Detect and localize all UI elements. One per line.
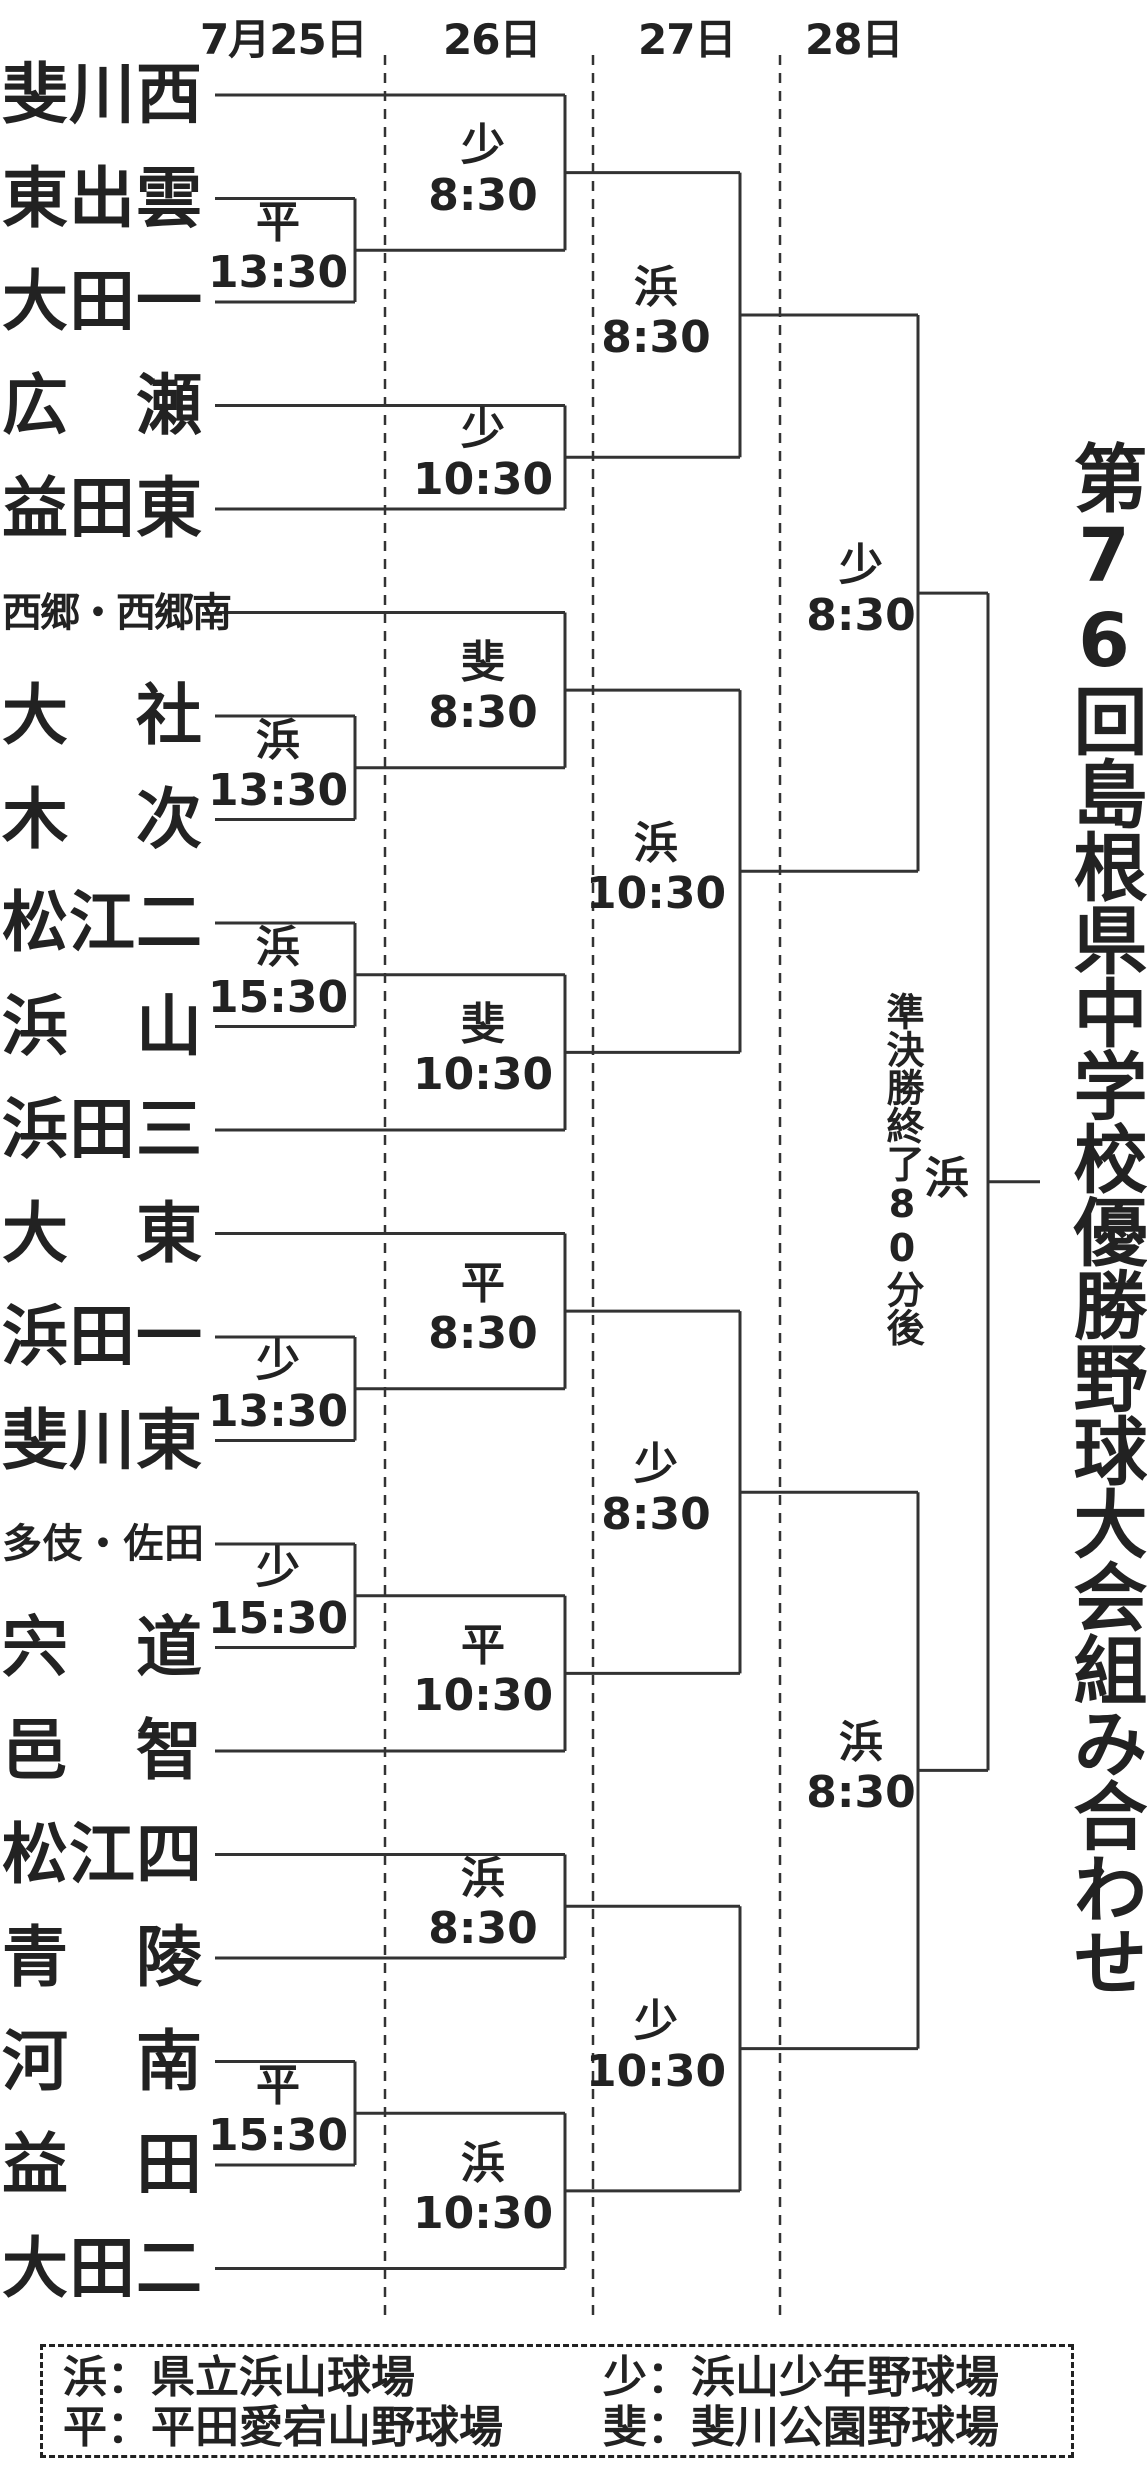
- match-venue: 浜: [256, 921, 300, 973]
- venue-legend: 浜：県立浜山球場 少：浜山少年野球場 平：平田愛宕山野球場 斐：斐川公園野球場: [40, 2344, 1074, 2458]
- team-name: 大田二: [2, 2229, 202, 2307]
- team-name: 大田一: [2, 263, 202, 340]
- match-time: 15:30: [208, 971, 349, 1023]
- match-venue: 浜: [839, 1717, 883, 1769]
- team-name: 河 南: [2, 2022, 202, 2100]
- team-name: 松江二: [2, 884, 202, 961]
- team-name: 西郷・西郷南: [2, 589, 232, 636]
- match-venue: 斐: [461, 637, 505, 689]
- legend-item: 浜：県立浜山球場: [63, 2352, 415, 2403]
- team-name: 松江四: [2, 1815, 202, 1893]
- tournament-bracket: 7月25日 26日 27日 28日 斐川西東出雲大田一広 瀬益田東西郷・西郷南大…: [2, 15, 1147, 2458]
- match-venue: 浜: [256, 714, 300, 766]
- team-name: 青 陵: [2, 1919, 202, 1996]
- team-name: 浜田三: [2, 1091, 202, 1168]
- date-round1: 7月25日: [200, 15, 368, 64]
- match-time: 10:30: [413, 454, 554, 506]
- match-time: 15:30: [208, 1592, 349, 1644]
- bracket-lines: [215, 55, 1040, 2320]
- match-time: 8:30: [806, 590, 916, 642]
- match-time: 10:30: [413, 2187, 554, 2239]
- date-round2: 26日: [443, 15, 541, 64]
- team-name: 浜田一: [2, 1298, 202, 1375]
- team-name: 広 瀬: [2, 366, 202, 444]
- match-time: 13:30: [208, 764, 349, 816]
- team-name: 浜 山: [2, 987, 202, 1065]
- final-start-note: 準決勝終了80分後: [880, 991, 924, 1346]
- match-venue: 少: [461, 404, 505, 456]
- team-name: 益田東: [2, 470, 202, 547]
- legend-item: 斐：斐川公園野球場: [603, 2402, 999, 2453]
- match-time: 8:30: [428, 1308, 538, 1360]
- match-venue: 少: [256, 1335, 300, 1387]
- match-venue: 少: [839, 540, 883, 592]
- final-venue: 浜: [925, 1152, 969, 1204]
- date-semifinal: 28日: [805, 15, 903, 64]
- team-name: 斐川西: [2, 56, 202, 133]
- match-time: 8:30: [601, 1489, 711, 1541]
- match-time: 10:30: [586, 868, 727, 920]
- match-venue: 少: [634, 1439, 678, 1491]
- match-time: 13:30: [208, 247, 349, 299]
- match-venue: 浜: [634, 261, 678, 313]
- team-name: 多伎・佐田: [2, 1521, 204, 1567]
- match-venue: 少: [461, 119, 505, 171]
- match-venue: 斐: [461, 999, 505, 1051]
- legend-item: 少：浜山少年野球場: [603, 2352, 999, 2403]
- team-name: 東出雲: [2, 159, 202, 237]
- match-venue: 平: [461, 1258, 505, 1310]
- match-time: 10:30: [586, 2045, 727, 2097]
- match-venue: 浜: [461, 2137, 505, 2189]
- match-time: 10:30: [413, 1049, 554, 1101]
- match-time: 10:30: [413, 1670, 554, 1722]
- date-quarterfinal: 27日: [638, 15, 736, 64]
- match-time: 8:30: [428, 687, 538, 739]
- match-time: 8:30: [806, 1767, 916, 1819]
- match-time: 8:30: [601, 311, 711, 363]
- match-venue: 平: [461, 1620, 505, 1672]
- legend-item: 平：平田愛宕山野球場: [63, 2402, 503, 2453]
- page-title: 第76回島根県中学校優勝野球大会組み合わせ: [1061, 440, 1147, 1997]
- team-name: 大 東: [2, 1194, 202, 1272]
- team-name: 邑 智: [2, 1712, 202, 1789]
- match-time: 15:30: [208, 2110, 349, 2162]
- match-venue: 平: [256, 2060, 300, 2112]
- match-venue: 浜: [634, 818, 678, 870]
- team-name: 益 田: [2, 2126, 202, 2203]
- match-venue: 少: [634, 1995, 678, 2047]
- match-time: 13:30: [208, 1385, 349, 1437]
- team-name: 斐川東: [2, 1401, 202, 1479]
- team-name: 木 次: [2, 780, 202, 858]
- team-name: 宍 道: [2, 1608, 202, 1686]
- match-venue: 平: [256, 197, 300, 249]
- team-name: 大 社: [2, 677, 202, 754]
- match-time: 8:30: [428, 1903, 538, 1955]
- match-venue: 少: [256, 1542, 300, 1594]
- match-venue: 浜: [461, 1853, 505, 1905]
- match-time: 8:30: [428, 169, 538, 221]
